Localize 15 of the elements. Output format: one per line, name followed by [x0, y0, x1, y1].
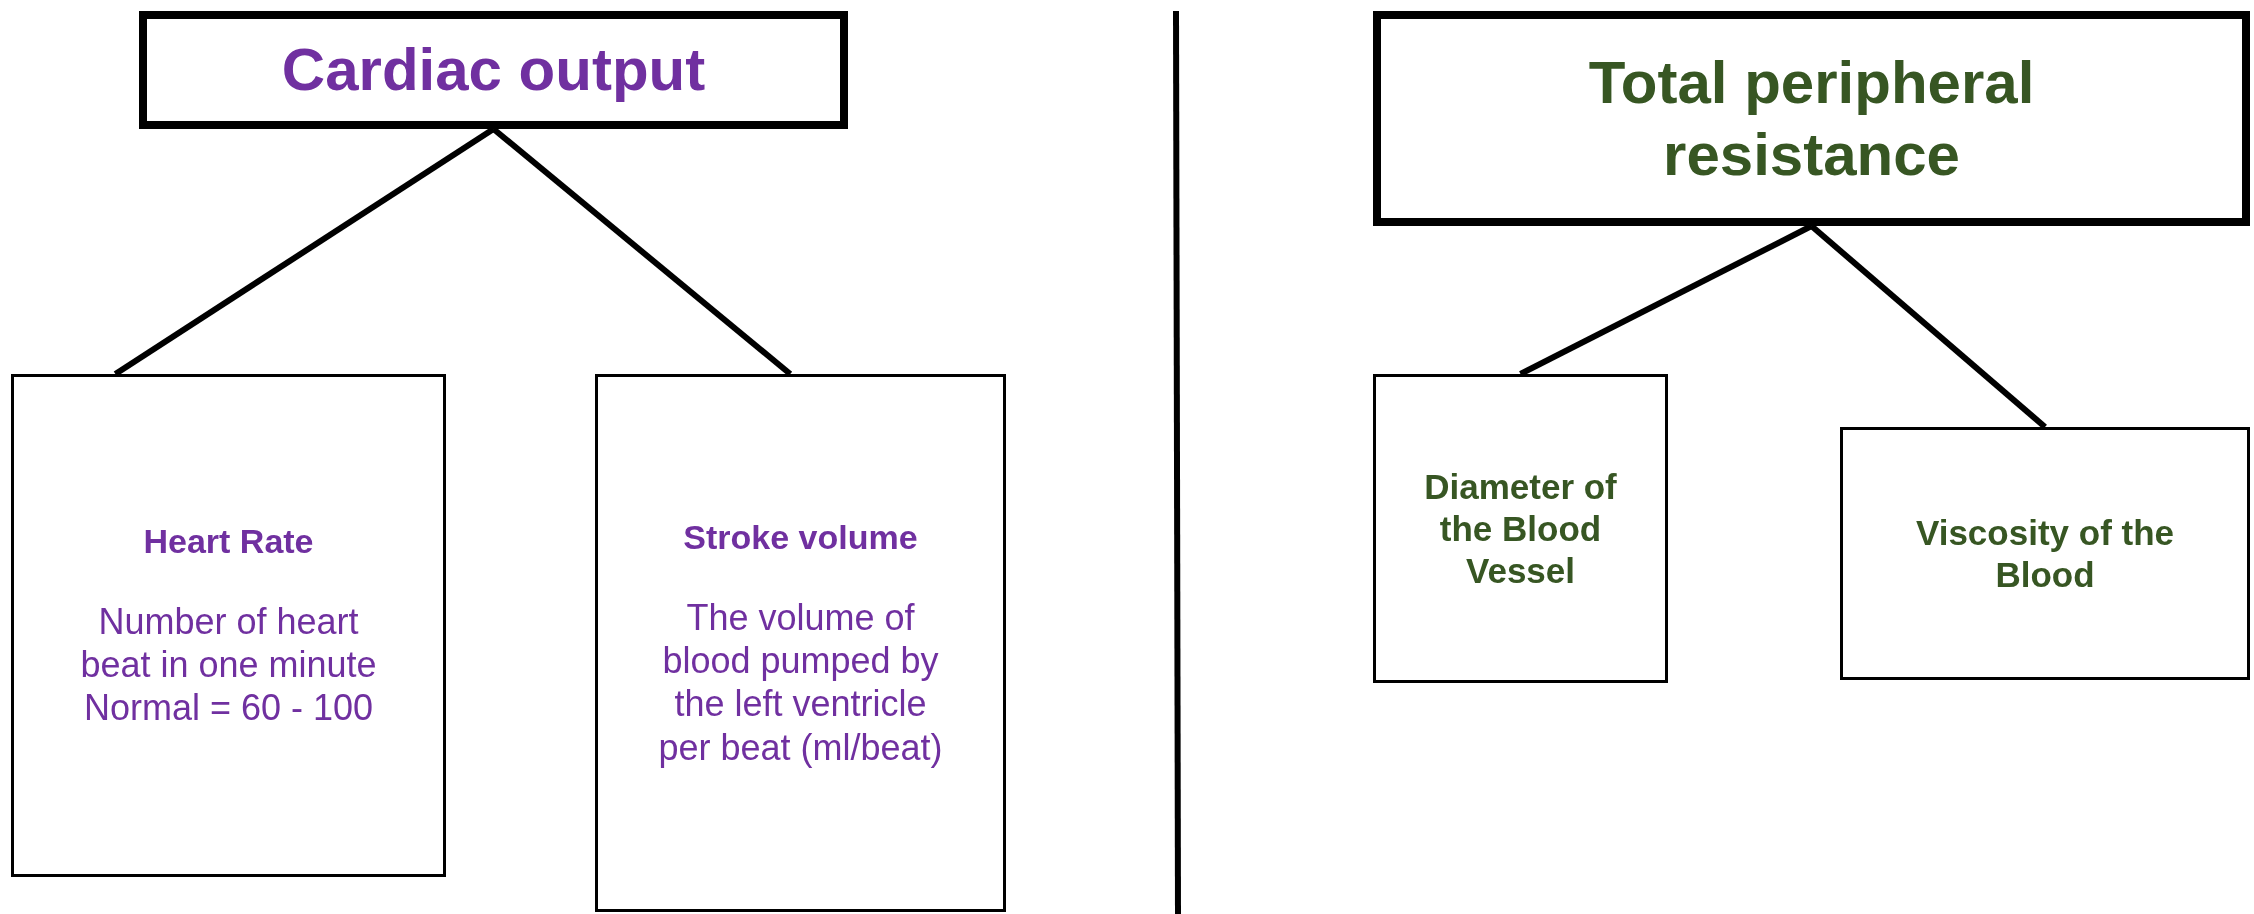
- title-text: Total peripheral resistance: [1587, 47, 2036, 190]
- factor-label: Viscosity of the Blood: [1914, 511, 2175, 596]
- description-text: Number of heart beat in one minute: [79, 600, 378, 687]
- description-text: Normal = 60 - 100: [83, 686, 374, 730]
- factor-label: Diameter of the Blood Vessel: [1423, 465, 1618, 592]
- info-box: [11, 374, 446, 877]
- info-box: [1840, 427, 2250, 680]
- title-text: Cardiac output: [281, 35, 706, 105]
- info-box: [1373, 374, 1668, 683]
- box-heading: Stroke volume: [683, 517, 918, 558]
- info-box: [595, 374, 1006, 912]
- box-heading: Heart Rate: [143, 521, 314, 563]
- title-box: [139, 11, 848, 129]
- description-text: The volume of blood pumped by the left ventricle per beat (ml/beat): [657, 596, 944, 769]
- title-box: [1373, 11, 2250, 226]
